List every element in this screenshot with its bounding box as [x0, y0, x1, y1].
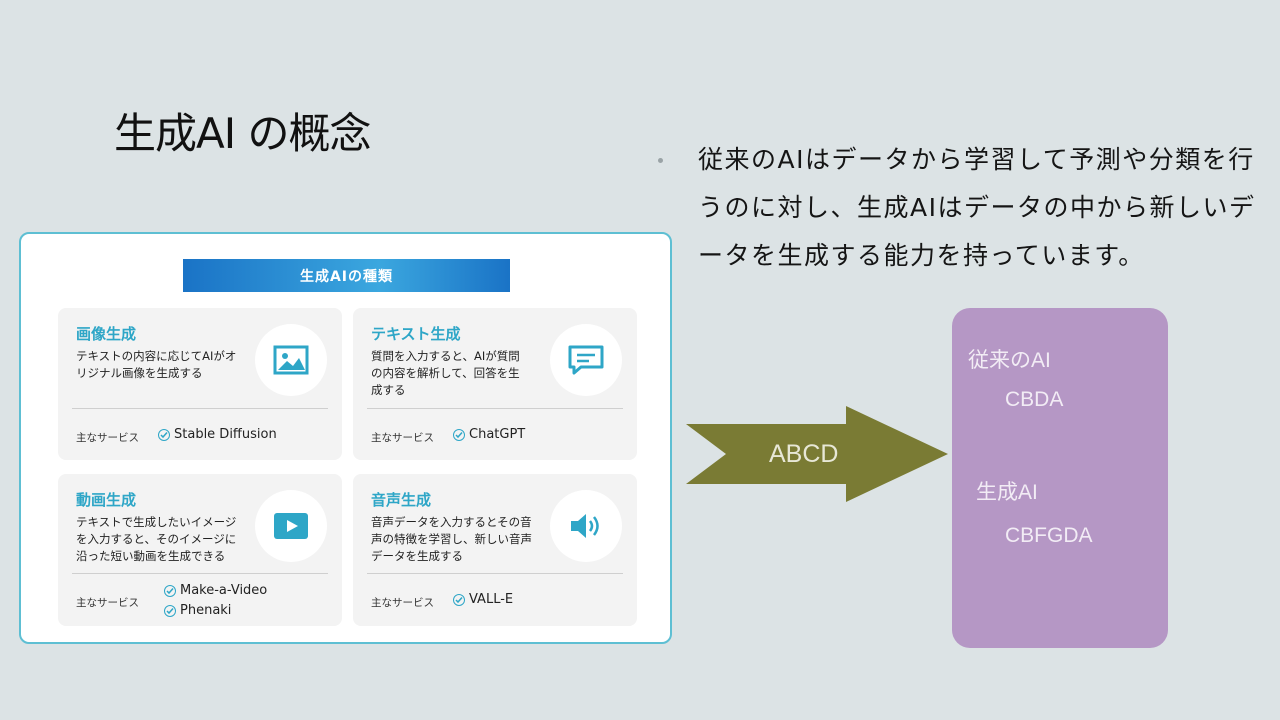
service-name: Phenaki [180, 603, 232, 618]
tile-video-generation: 動画生成 テキストで生成したいイメージを入力すると、そのイメージに沿った短い動画… [58, 474, 342, 626]
tile-title: 画像生成 [76, 325, 137, 343]
tile-description: テキストの内容に応じてAIがオリジナル画像を生成する [76, 349, 237, 380]
infographic-banner: 生成AIの種類 [183, 259, 510, 292]
tile-divider [367, 408, 623, 409]
tile-description: 質問を入力すると、AIが質問の内容を解析して、回答を生成する [371, 349, 520, 397]
tile-text-generation: テキスト生成 質問を入力すると、AIが質問の内容を解析して、回答を生成する 主な… [353, 308, 637, 460]
bullet-point: 従来のAIはデータから学習して予測や分類を行うのに対し、生成AIはデータの中から… [658, 136, 1268, 280]
tile-image-generation: 画像生成 テキストの内容に応じてAIがオリジナル画像を生成する 主なサービス S… [58, 308, 342, 460]
tile-title: 音声生成 [371, 491, 432, 509]
play-icon [255, 490, 327, 562]
tile-title: テキスト生成 [371, 325, 461, 343]
services-label: 主なサービス [76, 432, 139, 444]
tile-divider [367, 573, 623, 574]
tile-divider [72, 408, 328, 409]
arrow-label: ABCD [769, 440, 839, 468]
tile-audio-generation: 音声生成 音声データを入力するとその音声の特徴を学習し、新しい音声データを生成す… [353, 474, 637, 626]
services-label: 主なサービス [76, 597, 139, 609]
generative-ai-label: 生成AI [976, 481, 1038, 504]
slide-title: 生成AI の概念 [114, 109, 371, 158]
services-label: 主なサービス [371, 597, 434, 609]
check-icon [453, 428, 465, 441]
comparison-box: 従来のAI CBDA 生成AI CBFGDA [952, 308, 1168, 648]
check-icon [164, 604, 176, 617]
service-name: Stable Diffusion [174, 427, 277, 442]
service-item: ChatGPT [453, 427, 525, 442]
service-item: Phenaki [164, 603, 231, 618]
check-icon [164, 584, 176, 597]
service-item: VALL-E [453, 592, 513, 607]
tile-description: テキストで生成したいイメージを入力すると、そのイメージに沿った短い動画を生成でき… [76, 515, 237, 563]
service-name: VALL-E [469, 592, 514, 607]
bullet-text: 従来のAIはデータから学習して予測や分類を行うのに対し、生成AIはデータの中から… [698, 145, 1256, 270]
tile-description: 音声データを入力するとその音声の特徴を学習し、新しい音声データを生成する [371, 515, 532, 563]
generative-ai-value: CBFGDA [1005, 524, 1093, 547]
check-icon [453, 593, 465, 606]
arrow-shape: ABCD [686, 406, 948, 502]
tile-title: 動画生成 [76, 491, 137, 509]
service-name: ChatGPT [469, 427, 526, 442]
speaker-icon [550, 490, 622, 562]
service-item: Stable Diffusion [158, 427, 277, 442]
tile-divider [72, 573, 328, 574]
services-label: 主なサービス [371, 432, 434, 444]
bullet-dot [658, 158, 663, 163]
service-name: Make-a-Video [180, 583, 268, 598]
chat-bubble-icon [550, 324, 622, 396]
image-icon [255, 324, 327, 396]
traditional-ai-label: 従来のAI [968, 349, 1051, 372]
service-item: Make-a-Video [164, 583, 267, 598]
check-icon [158, 428, 170, 441]
infographic-card: 生成AIの種類 画像生成 テキストの内容に応じてAIがオリジナル画像を生成する … [19, 232, 672, 644]
traditional-ai-value: CBDA [1005, 388, 1064, 411]
